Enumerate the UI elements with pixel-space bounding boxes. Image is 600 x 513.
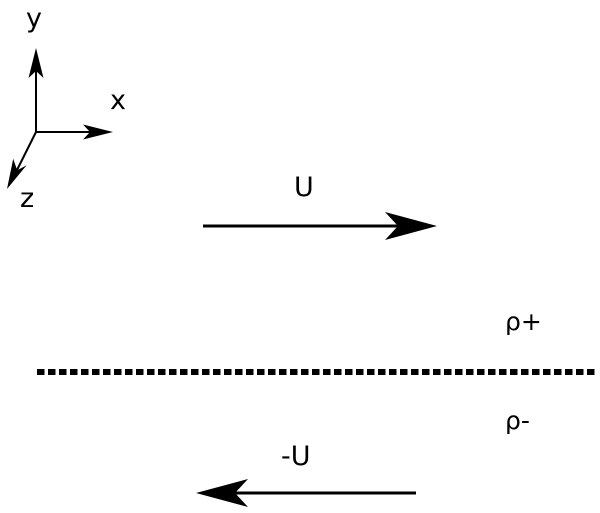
- lower-velocity-arrowhead: [196, 479, 248, 507]
- x-axis-label: x: [110, 85, 126, 116]
- upper-flow: U: [203, 172, 437, 240]
- coordinate-axes: y x z: [7, 3, 126, 214]
- lower-density-label: ρ-: [505, 406, 530, 435]
- upper-velocity-arrowhead: [385, 212, 437, 240]
- y-axis-label: y: [26, 3, 42, 34]
- z-axis-arrowhead: [7, 158, 27, 189]
- lower-velocity-label: -U: [281, 441, 311, 472]
- upper-velocity-label: U: [294, 172, 314, 203]
- z-axis-line: [13, 131, 37, 177]
- x-axis-arrowhead: [83, 124, 113, 140]
- upper-density-label: ρ+: [505, 307, 542, 336]
- lower-flow: -U: [196, 441, 416, 507]
- z-axis-label: z: [20, 183, 34, 214]
- y-axis-arrowhead: [28, 48, 44, 78]
